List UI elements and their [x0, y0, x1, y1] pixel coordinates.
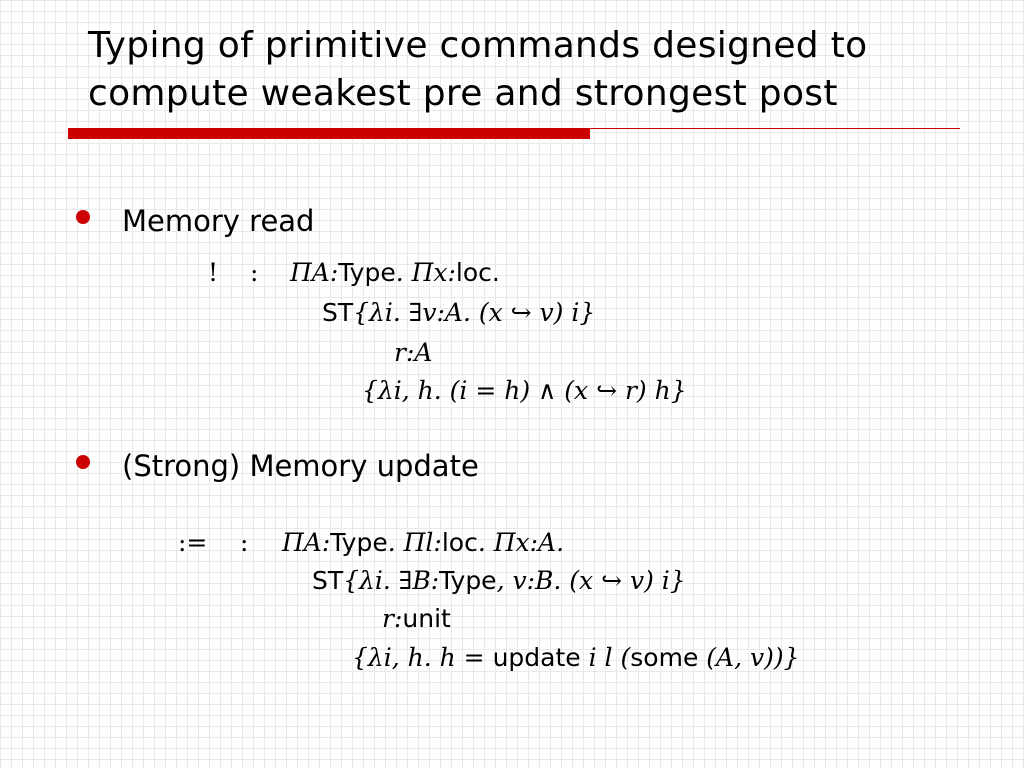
formula-text: update — [492, 643, 581, 672]
formula-text: . Πl: — [387, 528, 442, 557]
bullet-text-memory-read: Memory read — [122, 204, 315, 238]
formula-line-3: r:A — [394, 338, 433, 367]
slide-title: Typing of primitive commands designed to… — [88, 22, 988, 118]
formula-text: ST — [322, 298, 354, 327]
formula-line-2: ST{λi. ∃v:A. (x ↪ v) i} — [322, 298, 595, 328]
formula-colon: : — [250, 258, 259, 287]
formula-text: Type — [338, 258, 396, 287]
formula-text: Type — [439, 566, 497, 595]
formula-text: {λi. ∃B: — [343, 566, 440, 595]
slide-title-line-2: compute weakest pre and strongest post — [88, 73, 838, 114]
formula-colon: : — [240, 528, 249, 557]
formula-text: , v:B. (x ↪ v) i} — [496, 566, 686, 595]
formula-text: ST — [312, 566, 344, 595]
formula-op: ! — [208, 258, 219, 287]
formula-line-1: ΠA:Type. Πx:loc. — [290, 258, 500, 288]
formula-text: loc. — [455, 258, 500, 287]
formula-text: unit — [402, 604, 451, 633]
bullet-text-memory-update: (Strong) Memory update — [122, 449, 479, 483]
formula-line-4: {λi, h. h = update i l (some (A, v))} — [352, 643, 800, 673]
formula-text: ΠA: — [282, 528, 331, 557]
formula-text: loc — [441, 528, 478, 557]
formula-text: (A, v))} — [698, 643, 800, 672]
title-underline-thick — [68, 128, 590, 139]
formula-text: r: — [382, 604, 403, 633]
formula-line-1: ΠA:Type. Πl:loc. Πx:A. — [282, 528, 564, 558]
slide-title-line-1: Typing of primitive commands designed to — [88, 25, 868, 66]
formula-text: . Πx:A. — [477, 528, 565, 557]
formula-text: ΠA: — [290, 258, 339, 287]
formula-text: {λi, h. h = — [352, 643, 493, 672]
formula-line-3: r:unit — [382, 604, 451, 634]
formula-text: {λi. ∃v:A. (x ↪ v) i} — [353, 298, 596, 327]
formula-line-4: {λi, h. (i = h) ∧ (x ↪ r) h} — [362, 376, 687, 405]
formula-op: := — [178, 528, 208, 557]
formula-text: some — [630, 643, 699, 672]
formula-text: . Πx: — [395, 258, 456, 287]
bullet-dot-icon — [76, 455, 90, 469]
formula-text: Type — [330, 528, 388, 557]
bullet-dot-icon — [76, 210, 90, 224]
formula-text: i l ( — [580, 643, 631, 672]
title-underline-thin — [590, 128, 960, 129]
formula-line-2: ST{λi. ∃B:Type, v:B. (x ↪ v) i} — [312, 566, 686, 596]
